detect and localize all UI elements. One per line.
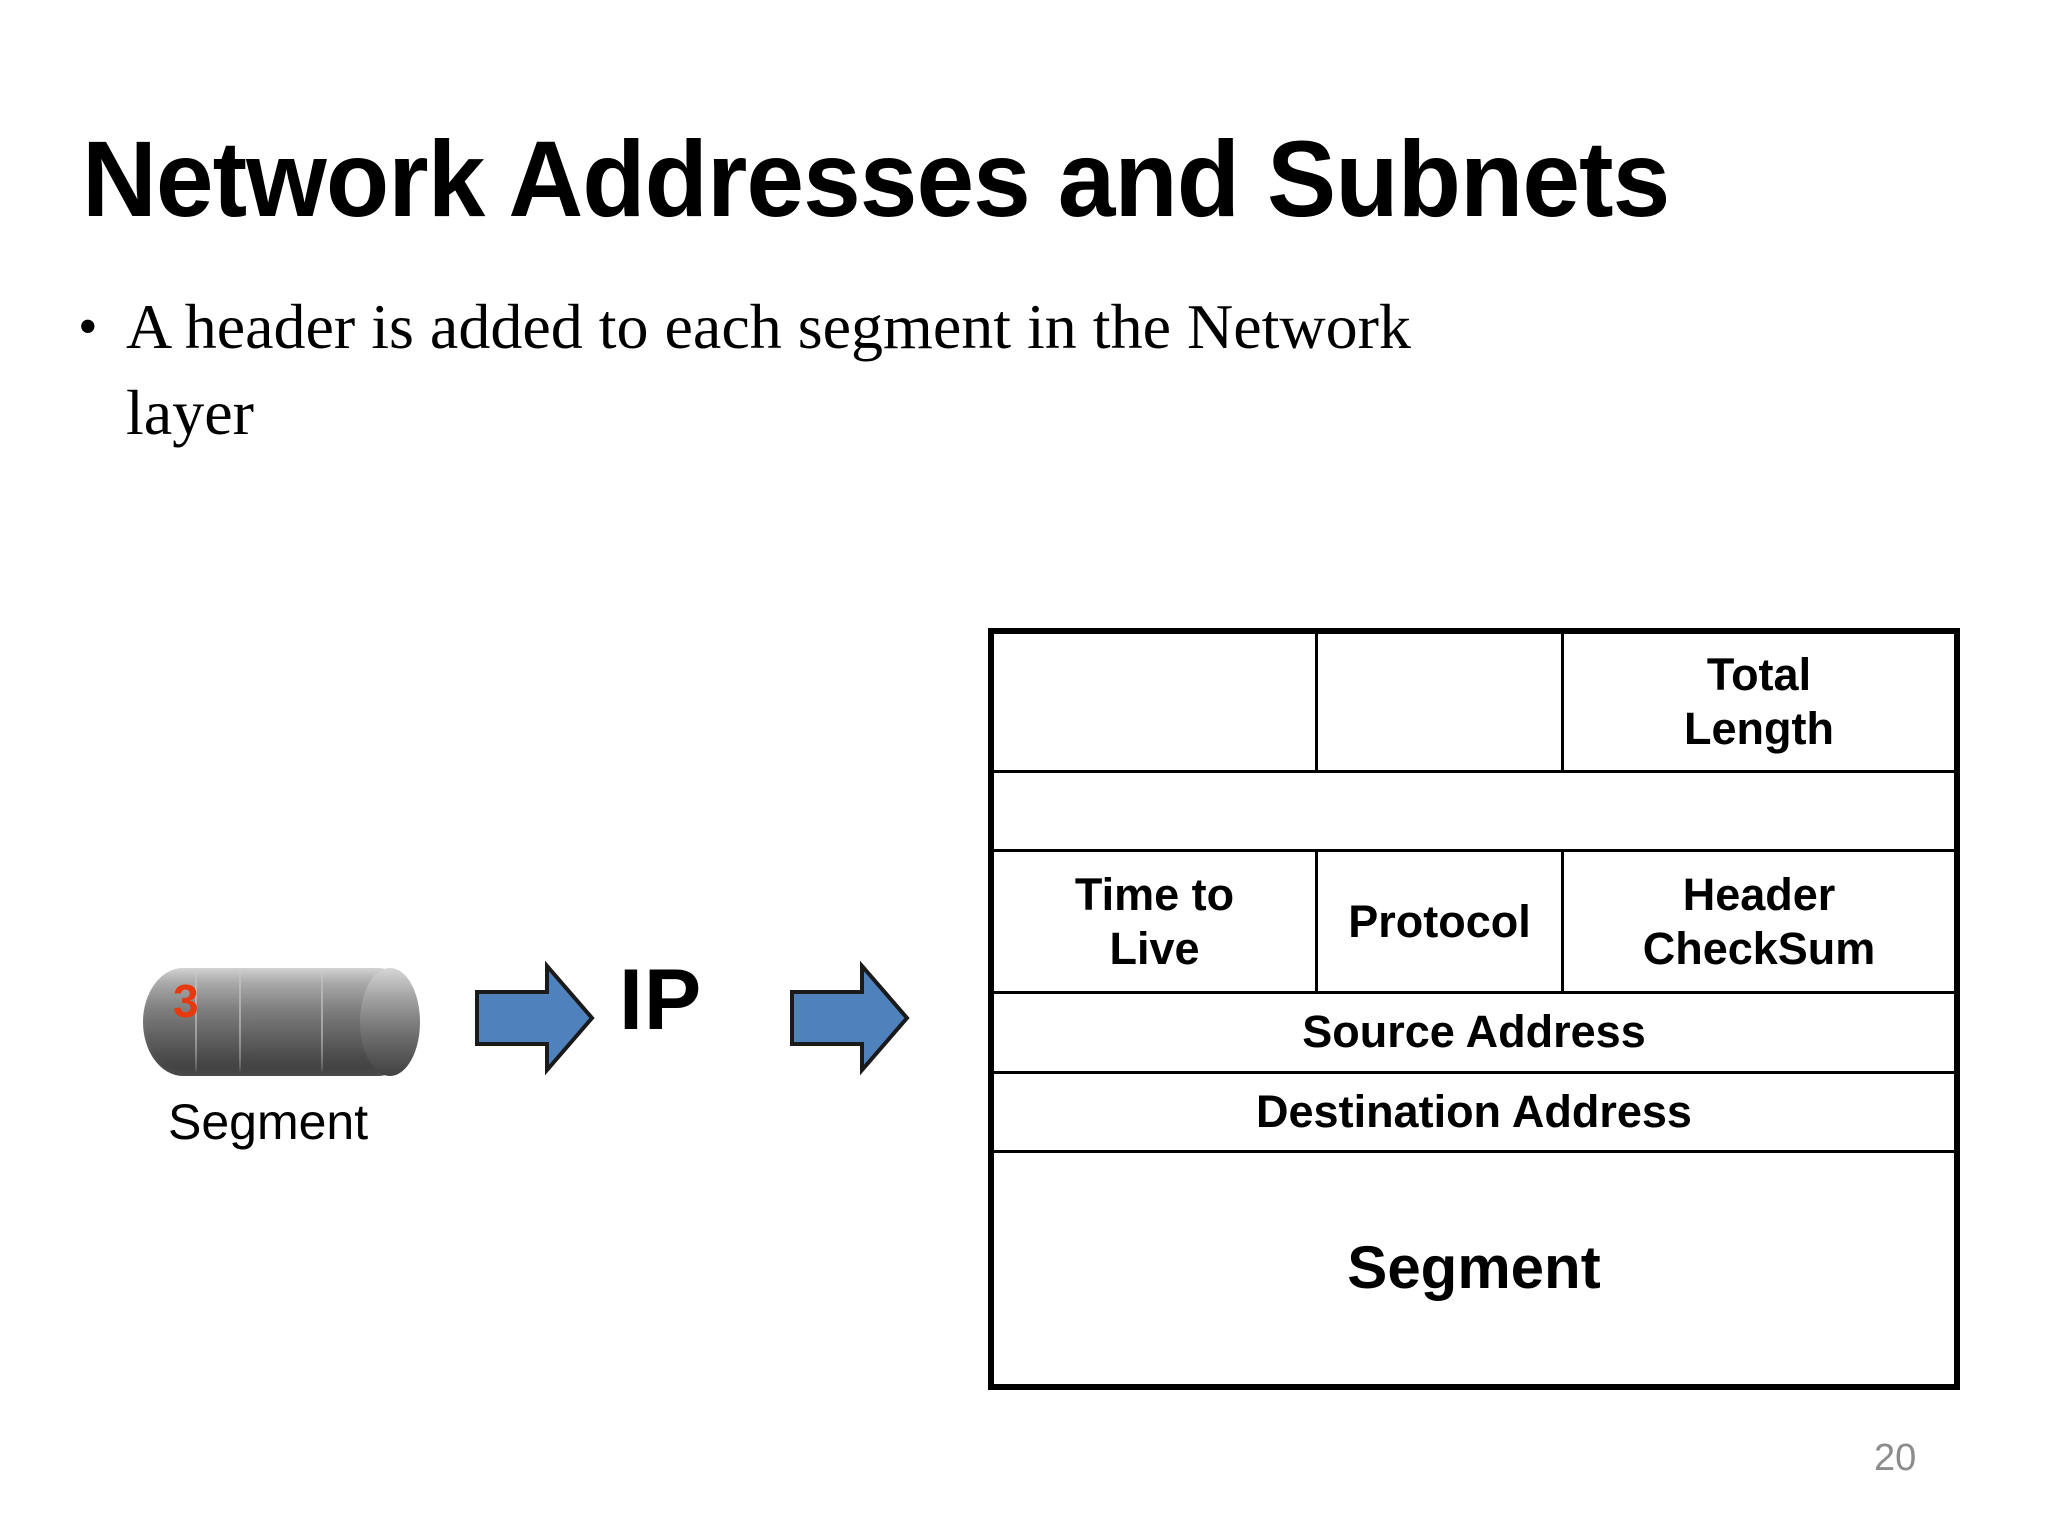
page-title: Network Addresses and Subnets xyxy=(82,118,1670,239)
header-field-header-checksum: Header CheckSum xyxy=(1642,868,1876,974)
protocol-label: IP xyxy=(619,952,703,1048)
table-row: Source Address xyxy=(994,994,1954,1074)
header-field-source-address: Source Address xyxy=(1302,1006,1646,1058)
table-row: Destination Address xyxy=(994,1074,1954,1153)
layer-number-badge: 3 xyxy=(173,975,199,1027)
bullet-list-item: • A header is added to each segment in t… xyxy=(78,284,1498,456)
header-field-destination-address: Destination Address xyxy=(1256,1085,1692,1137)
segment-cylinder-graphic: 3 xyxy=(143,968,420,1080)
bullet-marker-icon: • xyxy=(78,296,98,358)
header-field-blank-mid xyxy=(1318,634,1564,770)
cylinder-seam-3 xyxy=(321,972,323,1072)
table-row: Segment xyxy=(994,1153,1954,1384)
table-row: Total Length xyxy=(994,634,1954,773)
right-arrow-icon xyxy=(475,958,595,1083)
cylinder-end-cap xyxy=(360,968,420,1076)
table-row: Time to Live Protocol Header CheckSum xyxy=(994,852,1954,995)
right-arrow-icon xyxy=(790,958,910,1083)
segment-caption: Segment xyxy=(168,1094,369,1150)
bullet-text: A header is added to each segment in the… xyxy=(126,291,1411,448)
header-field-identification-flags-offset xyxy=(994,773,1954,849)
header-field-version-ihl-tos xyxy=(994,634,1318,770)
ip-header-diagram: Total Length Time to Live Protocol Heade… xyxy=(988,628,1960,1390)
cylinder-seam-1 xyxy=(195,972,197,1072)
header-field-total-length: Total Length xyxy=(1684,648,1834,754)
page-number: 20 xyxy=(1874,1437,1917,1479)
table-row xyxy=(994,773,1954,853)
packet-payload-segment: Segment xyxy=(1347,1234,1601,1302)
header-field-protocol: Protocol xyxy=(1318,852,1564,992)
header-field-time-to-live: Time to Live xyxy=(994,852,1318,992)
cylinder-seam-2 xyxy=(239,972,241,1072)
